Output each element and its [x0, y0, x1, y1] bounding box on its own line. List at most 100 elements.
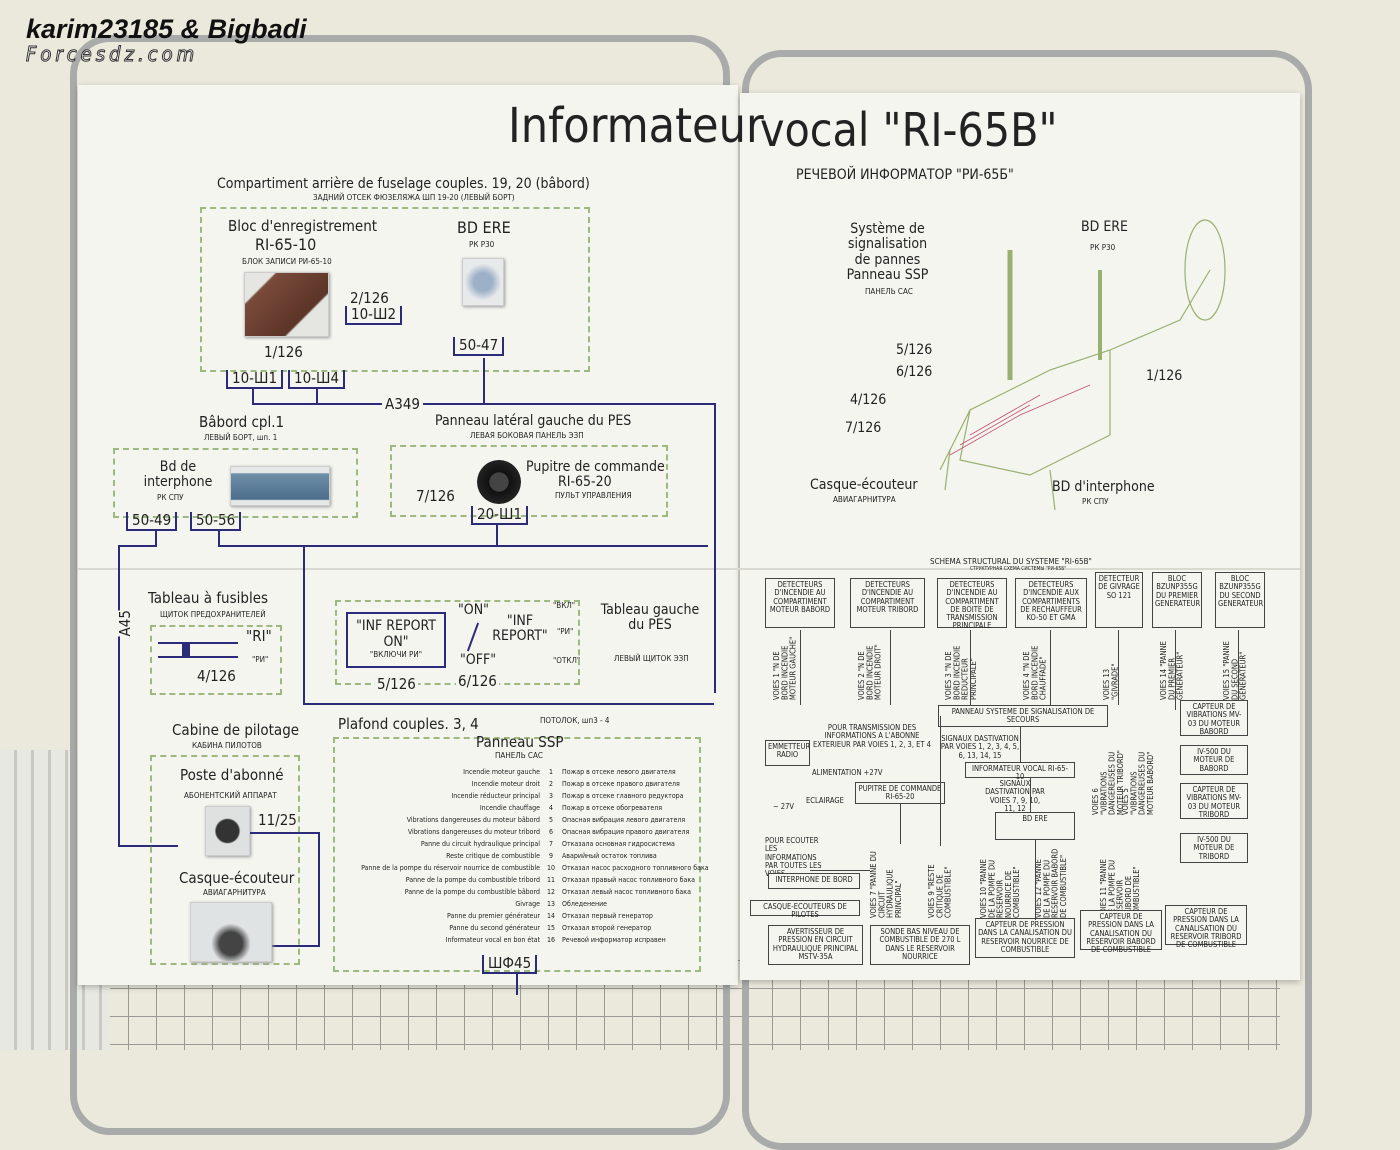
schema-wire: [940, 716, 941, 846]
inf-report-on-indicator: "INF REPORT ON" "ВКЛЮЧИ РИ": [346, 612, 446, 668]
cabine-ru: КАБИНА ПИЛОТОВ: [192, 741, 262, 750]
rear-compartment-box: [200, 207, 590, 372]
channel-label: VOIES 4 "N DE BORD INCENDIE CHAUFFADE": [1022, 645, 1048, 700]
casque-label: Casque-écouteur: [179, 869, 295, 887]
channel-number: 1: [548, 768, 553, 776]
channel-fr: Panne du second générateur: [449, 924, 540, 932]
channel-fr: Vibrations dangereuses du moteur bâbord: [406, 816, 540, 824]
channel-ru: Обледенение: [562, 900, 608, 908]
schema-wire: [1030, 778, 1031, 812]
channel-ru: Аварийный остаток топлива: [562, 852, 657, 860]
heli-connector-1-126: 1/126: [1146, 368, 1183, 384]
heli-connector-4-126: 4/126: [850, 392, 887, 408]
schema-wire: [1175, 630, 1176, 710]
pes-left-ru: ЛЕВАЯ БОКОВАЯ ПАНЕЛЬ ЭЗП: [470, 431, 584, 440]
subtitle-ru: РЕЧЕВОЙ ИНФОРМАТОР "РИ-65Б": [796, 167, 1014, 183]
heli-connector-7-126: 7/126: [845, 420, 882, 436]
connector-10-sh2: 10-Ш2: [345, 306, 403, 325]
voice-informer-box: INFORMATEUR VOCAL RI-65-10: [965, 762, 1075, 781]
channel-label: VOIES 14 "PANNE DU PREMIER GENERATEUR": [1159, 641, 1185, 700]
channel-number: 5: [548, 816, 553, 824]
channel-number: 9: [548, 852, 553, 860]
interphone-box: INTERPHONE DE BORD: [768, 873, 860, 889]
heli-connector-5-126: 5/126: [896, 342, 933, 358]
heli-connector-6-126: 6/126: [896, 364, 933, 380]
schema-wire: [890, 630, 891, 705]
casque-ru: АВИАГАРНИТУРА: [203, 888, 266, 897]
interphone-box-image: [230, 466, 330, 506]
schema-title: SCHEMA STRUCTURAL DU SYSTEME "RI-65B": [930, 557, 1092, 566]
sensor-box: SONDE BAS NIVEAU DE COMBUSTIBLE DE 270 L…: [870, 925, 970, 965]
wire: [155, 530, 157, 546]
connector-50-47: 50-47: [453, 337, 505, 356]
bd-interphone-label: Bd de interphone: [143, 459, 213, 491]
schema-wire: [1118, 630, 1119, 705]
radio-transmitter-box: EMMETTEUR RADIO: [765, 740, 810, 766]
wire: [316, 388, 318, 404]
title-left: Informateur: [508, 98, 764, 154]
channel-number: 11: [546, 876, 555, 884]
wire: [714, 403, 716, 693]
channel-ru: Отказал второй генератор: [562, 924, 652, 932]
switch-off-ru: "ОТКЛ": [553, 656, 581, 665]
watermark-authors: karim23185 & Bigbadi: [26, 14, 307, 44]
title-right: vocal "RI-65B": [760, 103, 1058, 157]
plafond-box: [333, 737, 701, 972]
poste-label: Poste d'abonné: [180, 766, 284, 784]
channel-ru: Пожар в отсеке правого двигателя: [562, 780, 680, 788]
pupitre-ru: ПУЛЬТ УПРАВЛЕНИЯ: [555, 491, 632, 500]
tableau-gauche-label: Tableau gauche du PES: [600, 602, 700, 634]
subscriber-set-image: [205, 806, 250, 856]
sensor-box: CAPTEUR DE PRESSION DANS LA CANALISATION…: [1080, 910, 1162, 954]
connector-50-49: 50-49: [126, 512, 178, 531]
plafond-ru: ПОТОЛОК, шп3 - 4: [540, 716, 610, 725]
fusibles-ru: ЩИТОК ПРЕДОХРАНИТЕЛЕЙ: [160, 610, 266, 619]
sensor-box: CAPTEUR DE VIBRATIONS MV-03 DU MOTEUR BA…: [1180, 700, 1248, 736]
detector-box: DETECTEURS D'INCENDIE AU COMPARTIMENT DE…: [937, 578, 1007, 630]
ssp-channel-row: Panne de la pompe du réservoir nourrice …: [340, 862, 709, 874]
channel-label: VOIES 11 "PANNE DE LA POMPE DU RESERVOIR…: [1099, 859, 1141, 918]
connector-shf45: ШФ45: [482, 955, 538, 974]
schema-title-ru: СТРУКТУРНАЯ СХЕМА СИСТЕМЫ "РИ-65Б": [970, 566, 1067, 572]
connector-50-56: 50-56: [190, 512, 242, 531]
channel-number: 12: [546, 888, 555, 896]
connector-6-126: 6/126: [456, 672, 499, 690]
watermark: karim23185 & Bigbadi Forcesdz.com: [26, 14, 307, 67]
channel-label: VOIES 2 "N DE BORD INCENDIE MOTEUR DROIT…: [857, 644, 883, 700]
ssp-channel-row: Vibrations dangereuses du moteur bâbord 5…: [340, 814, 709, 826]
wiring-routes: [949, 384, 1091, 456]
bd-ere-box: BD ERE: [995, 812, 1075, 840]
heli-ssp-ru: ПАНЕЛЬ САС: [865, 287, 913, 296]
cabine-label: Cabine de pilotage: [172, 721, 300, 739]
power-label: ALIMENTATION +27V: [812, 768, 883, 777]
connector-2-126: 2/126: [350, 289, 389, 307]
channel-number: 2: [548, 780, 553, 788]
channel-ru: Опасная вибрация левого двигателя: [562, 816, 686, 824]
headset-box: CASQUE-ECOUTEURS DE PILOTES: [750, 900, 860, 919]
schema-wire: [1035, 840, 1036, 920]
wire: [303, 545, 305, 705]
wire: [252, 388, 254, 404]
inf-report-on-ru: "ВКЛЮЧИ РИ": [369, 650, 423, 659]
ssp-channel-row: Panne de la pompe du combustible tribord…: [340, 874, 709, 886]
wire: [496, 524, 498, 546]
channel-label: VOIES 7 "PANNE DU CIRCUIT HYDRAULIQUE PR…: [869, 851, 903, 918]
inf-report-on-label: "INF REPORT ON": [356, 618, 436, 650]
channel-number: 6: [548, 828, 553, 836]
switch-ri-ru: "РИ": [557, 627, 574, 636]
connector-11-25: 11/25: [258, 811, 297, 829]
bd-ere-label: BD ERE: [457, 218, 511, 237]
heli-casque-label: Casque-écouteur: [810, 477, 918, 493]
heli-bd-interphone-ru: РК СПУ: [1082, 497, 1109, 506]
schema-wire: [810, 870, 870, 871]
activation-signals-2: SIGNAUX DASTIVATION PAR VOIES 7, 9, 10, …: [985, 779, 1045, 813]
control-knob-image: [477, 460, 521, 504]
